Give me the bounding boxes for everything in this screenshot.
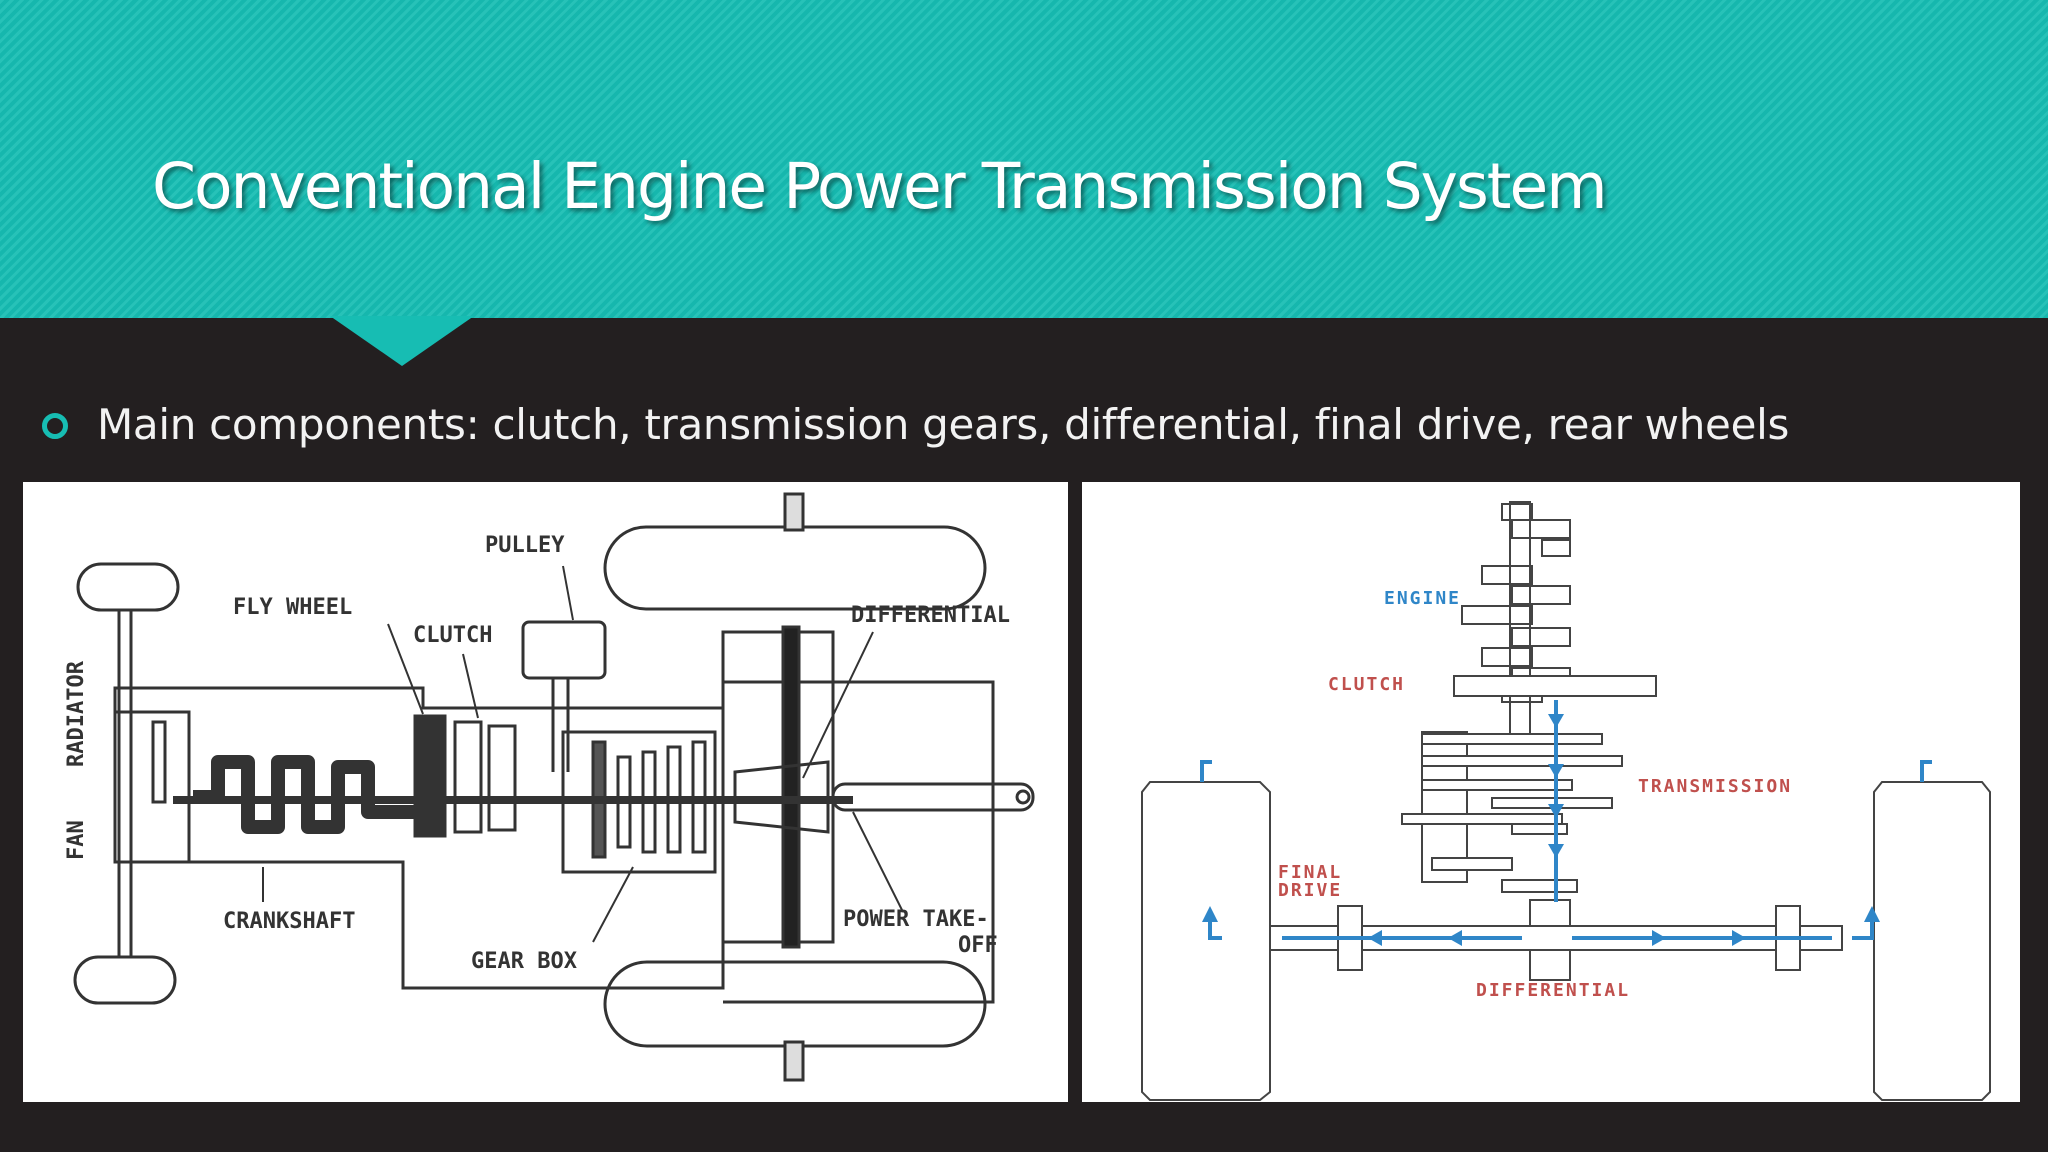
circle-bullet-icon [42,413,68,439]
radiator [113,710,191,864]
transmission-housing [1421,731,1468,883]
title-banner [0,0,2048,318]
differential-housing [721,630,835,944]
label-transmission: TRANSMISSION [1638,776,1792,797]
rear-wheel-left [1141,781,1271,1101]
label-power-take: POWER TAKE- [843,907,989,932]
label-crankshaft: CRANKSHAFT [223,909,355,934]
label-final: FINAL [1278,862,1342,883]
clutch-unit [453,720,483,834]
label-gear-box: GEAR BOX [471,949,577,974]
front-wheel-top [76,562,180,612]
label-off: OFF [958,933,998,958]
label-fly-wheel: FLY WHEEL [233,595,352,620]
label-engine: ENGINE [1384,588,1461,609]
label-drive: DRIVE [1278,880,1342,901]
power-take-off-shaft [831,782,1035,812]
rear-wheel-bottom [603,960,987,1048]
crankshaft [193,755,423,834]
label-clutch: CLUTCH [1328,674,1405,695]
label-radiator: RADIATOR [64,660,89,767]
rear-wheel-top [603,525,987,611]
banner-notch [330,316,474,366]
power-flow-diagram: ENGINE CLUTCH TRANSMISSION FINAL DRIVE D… [1082,482,2020,1102]
rear-wheel-right [1873,781,1991,1101]
tractor-layout-diagram: PULLEY FLY WHEEL CLUTCH DIFFERENTIAL RAD… [23,482,1068,1102]
label-fan: FAN [64,820,89,860]
bullet-text: Main components: clutch, transmission ge… [97,400,1790,449]
tractor-layout-drawing: PULLEY FLY WHEEL CLUTCH DIFFERENTIAL RAD… [64,492,1035,1082]
power-flow-drawing: ENGINE CLUTCH TRANSMISSION FINAL DRIVE D… [1141,501,1991,1101]
label-differential: DIFFERENTIAL [1476,980,1630,1001]
label-clutch: CLUTCH [413,623,492,648]
label-pulley: PULLEY [485,533,565,558]
slide-title: Conventional Engine Power Transmission S… [152,150,1608,223]
label-differential: DIFFERENTIAL [851,603,1010,628]
clutch-plate [1453,675,1657,697]
pulley [521,620,607,680]
front-wheel-bottom [73,955,177,1005]
